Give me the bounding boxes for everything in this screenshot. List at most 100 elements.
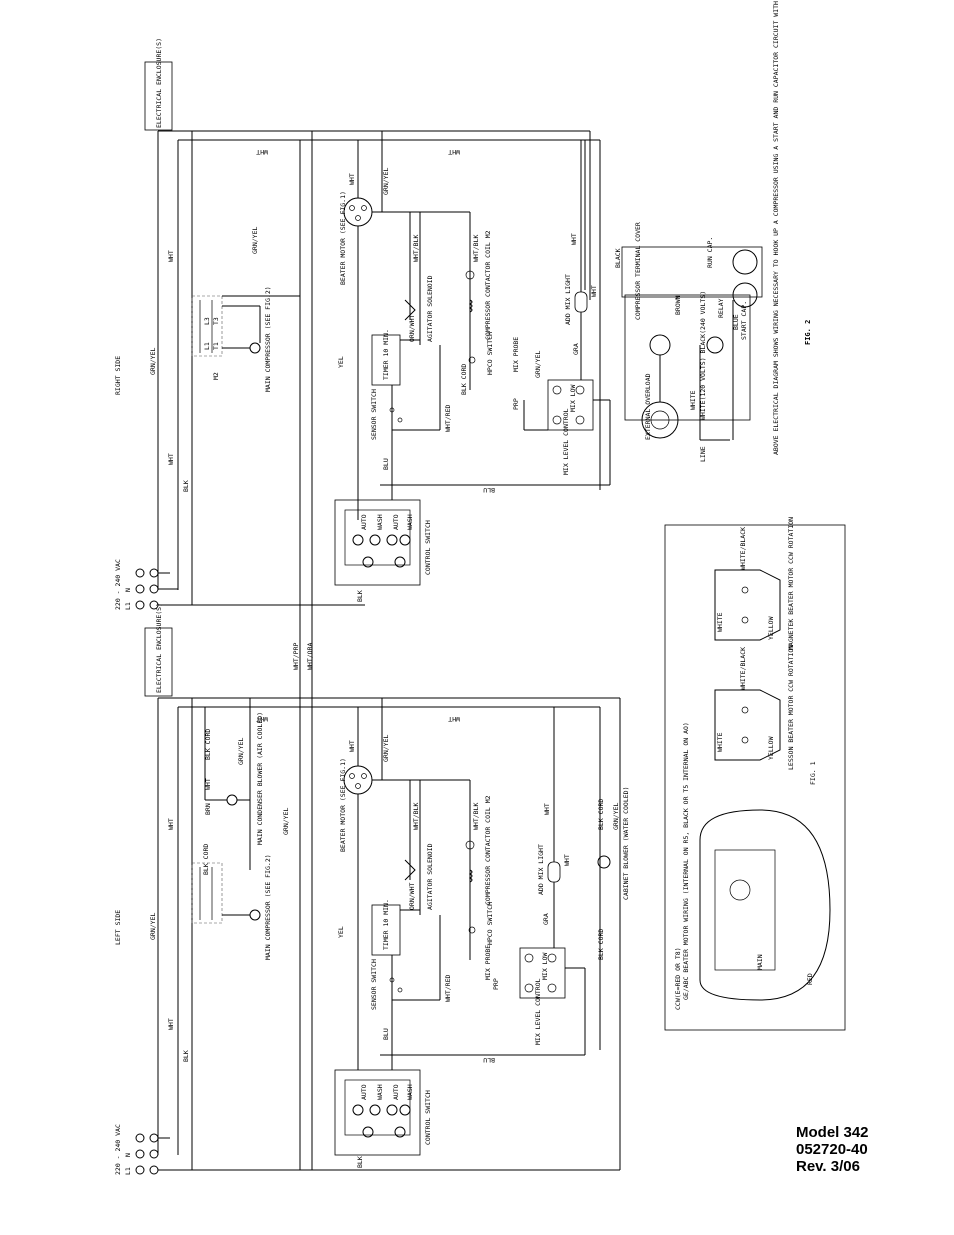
mix-probe-label-bottom: MIX PROBE: [484, 945, 492, 980]
fig2-run-cap: RUN CAP.: [706, 237, 714, 268]
fig2-note: ABOVE ELECTRICAL DIAGRAM SHOWS WIRING NE…: [772, 0, 780, 455]
switch-pos-auto: AUTO: [360, 514, 368, 530]
fig2-voltage-note: WHITE(120 VOLTS) BLACK(240 VOLTS): [699, 291, 707, 420]
control-switch-top: [334, 499, 421, 586]
wire-label: WHT: [543, 803, 551, 815]
model-name: Model 342: [796, 1124, 869, 1141]
terminal-l1: L1: [124, 602, 132, 610]
fig2-compressor-detail: RUN CAP. RELAY START CAP. COMPRESSOR TER…: [614, 0, 812, 462]
wire-label: WHT: [570, 233, 578, 245]
fig1-main: MAIN: [756, 954, 764, 970]
wire-label: WHT: [590, 285, 598, 297]
side-label-left: LEFT SIDE: [114, 910, 122, 945]
timer-label-top: TIMER 10 MIN.: [382, 329, 390, 380]
wire-label: WHT: [448, 715, 460, 723]
right-side-schematic: ELECTRICAL ENCLOSURE(S) 220 - 240 VAC L1…: [114, 38, 611, 610]
wire-label: WHT: [256, 148, 268, 156]
terminal-n: N: [124, 1153, 132, 1157]
electrical-enclosure-bottom: [144, 627, 173, 697]
compressor-symbol-bottom: [249, 909, 261, 921]
fig1-frame: [664, 524, 846, 1031]
wire-label: BLU: [483, 1056, 495, 1064]
fig2-brown: BROWN: [674, 295, 682, 315]
beater-motor-bottom: [343, 765, 373, 795]
compressor-coil-label-bottom: COMPRESSOR CONTACTOR COIL M2: [484, 795, 492, 905]
fig2-overload: EXTERNAL OVERLOAD: [644, 373, 652, 440]
switch-pos-auto: AUTO: [392, 514, 400, 530]
add-mix-label-bottom: ADD MIX LIGHT: [537, 844, 545, 895]
mix-level-control-bottom: [519, 947, 566, 999]
fig2-compressor-terminal: COMPRESSOR TERMINAL COVER: [634, 222, 642, 320]
wire-label: WHT/BLK: [472, 803, 480, 830]
switch-pos-wash: WASH: [376, 1084, 384, 1100]
wire-label: WHT/PRP: [292, 643, 300, 670]
control-switch-label-top: CONTROL SWITCH: [424, 520, 432, 575]
agitator-label-bottom: AGITATOR SOLENOID: [426, 843, 434, 910]
side-label-right: RIGHT SIDE: [114, 356, 122, 395]
left-side-schematic: ELECTRICAL ENCLOSURE(S) WHT/PRP WHT/ORA …: [114, 600, 630, 1175]
compressor-symbol: [249, 342, 261, 354]
fig1-magnetek: MAGNETEK BEATER MOTOR CCW ROTATION: [787, 517, 795, 650]
wire-label: BLK CORD: [597, 799, 605, 830]
wire-label: BRN: [204, 803, 212, 815]
condenser-label: MAIN CONDENSER BLOWER (AIR COOLED): [256, 712, 264, 845]
terminal-l1: L1: [124, 1167, 132, 1175]
part-number: 052720-40: [796, 1141, 868, 1158]
fig1-label: FIG. 1: [809, 761, 817, 785]
wire-label: WHT/RED: [444, 405, 452, 432]
wire-label: GRN/YEL: [251, 227, 259, 254]
compressor-label-bottom: MAIN COMPRESSOR (SEE FIG.2): [264, 854, 272, 960]
wire-label: WHT/ORA: [306, 643, 314, 670]
contactor-t3: T3: [212, 317, 220, 325]
mix-low-label-bottom: MIX LOW: [541, 953, 549, 980]
compressor-label-top: MAIN COMPRESSOR (SEE FIG.2): [264, 286, 272, 392]
cabinet-blower-label: CABINET BLOWER (WATER COOLED): [622, 787, 630, 901]
wire-label: BLK CORD: [597, 929, 605, 960]
timer-label-bottom: TIMER 10 MIN.: [382, 899, 390, 950]
wire-label: GRN/YEL: [382, 168, 390, 195]
switch-pos-auto: AUTO: [392, 1084, 400, 1100]
wire-label: WHT: [563, 854, 571, 866]
fig1-white-b: WHITE: [716, 732, 724, 752]
wire-label: GRN/YEL: [149, 348, 157, 375]
wire-label: WHT: [204, 778, 212, 790]
fig1-whiteblack-a: WHITE/BLACK: [739, 527, 747, 570]
switch-pos-wash: WASH: [406, 1084, 414, 1100]
wire-label: BLK CORD: [460, 364, 468, 395]
wire-label: PRP: [512, 398, 520, 410]
control-switch-label-bottom: CONTROL SWITCH: [424, 1090, 432, 1145]
fig1-ge-note: GE/ABC BEATER MOTOR WIRING (INTERNAL ON …: [682, 722, 690, 1000]
beater-motor-label-bottom: BEATER MOTOR (SEE FIG.1): [339, 758, 347, 852]
sensor-switch-label-bottom: SENSOR SWITCH: [370, 959, 378, 1010]
wire-label: BLK CORD: [204, 729, 212, 760]
contactor-l1: L1: [203, 342, 211, 350]
fig1-whiteblack-b: WHITE/BLACK: [739, 647, 747, 690]
mix-level-label-top: MIX LEVEL CONTROL: [562, 408, 570, 475]
condenser-blower-symbol: [226, 794, 238, 806]
wire-label: BLU: [483, 486, 495, 494]
wire-label: GRN/YEL: [237, 738, 245, 765]
supply-label-bottom: 220 - 240 VAC: [114, 1124, 122, 1175]
wire-label: BLK: [356, 1156, 364, 1168]
fig1-beater-motor-detail: FIG. 1 MAGNETEK BEATER MOTOR CCW ROTATIO…: [664, 517, 846, 1031]
revision: Rev. 3/06: [796, 1158, 860, 1175]
contactor-t1: T1: [212, 342, 220, 350]
wire-label: WHT: [167, 1018, 175, 1030]
terminal-n: N: [124, 588, 132, 592]
mix-level-control-top: [547, 379, 594, 431]
supply-label-top: 220 - 240 VAC: [114, 559, 122, 610]
add-mix-label-top: ADD MIX LIGHT: [564, 274, 572, 325]
fig2-relay: RELAY: [717, 298, 725, 318]
fig2-line: LINE: [699, 446, 707, 462]
wire-label: GRA: [542, 913, 550, 925]
fig2-white: WHITE: [689, 390, 697, 410]
wire-label: WHT/BLK: [472, 235, 480, 262]
wire-label: WHT: [167, 818, 175, 830]
enclosure-label-top: ELECTRICAL ENCLOSURE(S): [155, 38, 163, 128]
switch-pos-wash: WASH: [376, 514, 384, 530]
fig1-red: RED: [806, 973, 814, 985]
wire-label: WHT/RED: [444, 975, 452, 1002]
mix-low-label-top: MIX LOW: [569, 385, 577, 412]
switch-pos-wash: WASH: [406, 514, 414, 530]
wire-label: WHT/BLK: [412, 235, 420, 262]
